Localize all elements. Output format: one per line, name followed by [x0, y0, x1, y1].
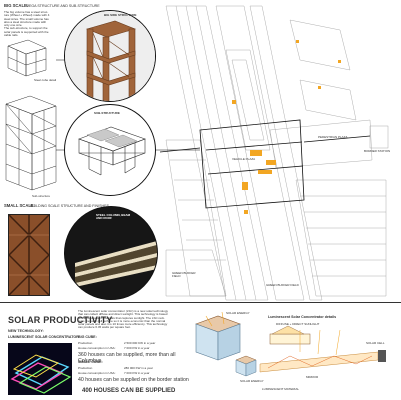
big-cube-row-2-value: 7 000 KW in a year [124, 346, 150, 350]
scaffold-sketch [5, 95, 57, 191]
intro-line: on the fluorescent materials that captur… [78, 315, 165, 320]
desc-line: steel sizes. The small volume has [4, 16, 49, 21]
bottom-divider [0, 302, 401, 303]
desc-line: The sub-structure, to support the [4, 26, 48, 31]
cube-label-2: SOLAR ENERGY [240, 379, 264, 383]
wood-lattice-render [9, 215, 49, 295]
detail-label-2: Sub-structure [32, 194, 51, 198]
detail-subtitle: DIFFUSE + DIRECT SUNLIGHT [276, 322, 320, 326]
main-structure-outline [159, 119, 371, 209]
sub-structure-label: SUB-STRUCTURE [94, 111, 120, 115]
detail-title: Luminescent Solar Concentrator details [268, 315, 337, 319]
lsc-image [8, 343, 72, 395]
solar-subtitle-1: NEW TECHNOLOGY: [8, 329, 44, 333]
plan-label-border-station: BORDER STATION [364, 149, 391, 153]
solar-subtitle-2: LUMINESCENT SOLAR CONCENTRATOR [8, 335, 79, 339]
intro-line: can produce 6.45 watts per square foot. [78, 325, 131, 330]
plan-label-green-field-left: GREEN BUFFER FIELD [172, 271, 196, 279]
big-cube-row-1-label: Production [78, 341, 93, 345]
sub-structure-render [78, 126, 146, 176]
solar-title: SOLAR PRODUCTIVITY [8, 315, 113, 325]
detail-label-cell: SOLAR CELL [366, 341, 385, 345]
intro-line: solar panels and also it is 10 times mor… [78, 322, 168, 327]
desc-line: solar panels is supported with the [4, 29, 49, 34]
plan-label-pedestrian: PEDESTRIAN PLAZA [318, 135, 348, 139]
sub-structure-circle [64, 104, 156, 196]
interior-circle [64, 206, 158, 300]
desc-line: The big volume has a steel struc- [4, 10, 49, 14]
big-structure-circle [64, 10, 156, 102]
big-cube-diagram [195, 311, 241, 361]
big-cube-result: 360 houses can be supplied, more than al… [78, 352, 176, 364]
detail-label-mirror: MIRROR [306, 375, 319, 379]
steel-label: STEEL COLUMN, BEAM AND ROOF [96, 213, 131, 221]
detail-label-1: Steel cube detail [34, 78, 57, 82]
cube-label-1: SOLAR ENERGY [226, 311, 250, 315]
lsc-detail-diagram [259, 325, 386, 373]
frame-cube-sketch [7, 39, 47, 77]
small-cube-heading: SMALL CUBE: [78, 360, 103, 364]
small-scale-subheading: BUILDING SCALE STRUCTURE AND FINISHES [30, 204, 109, 208]
big-scale-description: The big volume has a steel struc- ture (… [4, 10, 62, 38]
solar-intro: The luminescent solar concentrator (LSC)… [78, 309, 190, 330]
big-cube-heading: BIG CUBE: [78, 335, 97, 339]
small-cube-row-1-label: Production [78, 366, 93, 370]
detail-caption: LUMINESCENT MATERIAL [262, 387, 300, 391]
small-scale-heading: SMALL SCALE: [4, 203, 36, 208]
intro-line: rects the solar cell surface so it is mo… [78, 318, 166, 323]
big-cube-row-1-value: 2 500 000 KW in a year [124, 341, 156, 345]
intro-line: The luminescent solar concentrator (LSC)… [78, 309, 169, 313]
interior-render [65, 207, 157, 299]
wood-tower-render [65, 11, 155, 101]
desc-line: cable rails. [4, 33, 19, 38]
big-structure-label: BIG SIDE STRUCTURE [104, 13, 137, 17]
plan-label-green-field-center: GREEN BUFFER FIELD [266, 283, 299, 287]
small-cube-result: 40 houses can be supplied on the border … [78, 377, 189, 383]
desc-line: ture (Wheel + Wheel) made with 4 [4, 13, 50, 18]
plan-label-vehicle: VEHICLE PLAZA [232, 157, 256, 161]
lsc-glow-render [10, 354, 72, 394]
wood-lattice-tile [8, 214, 50, 296]
small-cube-row-2-value: 7 000 KW in a year [124, 371, 150, 375]
small-cube-row-2-label: House consumption in USA: [78, 371, 116, 375]
intro-line: that can collect diffuse and direct sunl… [78, 312, 168, 317]
small-cube-diagram [235, 355, 257, 377]
desc-line: also a steel structure made with [4, 19, 47, 24]
big-cube-row-2-label: House consumption in USA: [78, 346, 116, 350]
small-cube-row-1-value: 280 000 KW in a year [124, 366, 153, 370]
big-scale-heading: BIG SCALE: [4, 3, 29, 8]
desc-line: only one size. [4, 23, 23, 28]
orange-markers [232, 40, 341, 214]
big-scale-subheading: MEGA STRUCTURE AND SUB-STRUCTURE [26, 4, 100, 8]
final-summary: 400 HOUSES CAN BE SUPPLIED [82, 388, 176, 394]
